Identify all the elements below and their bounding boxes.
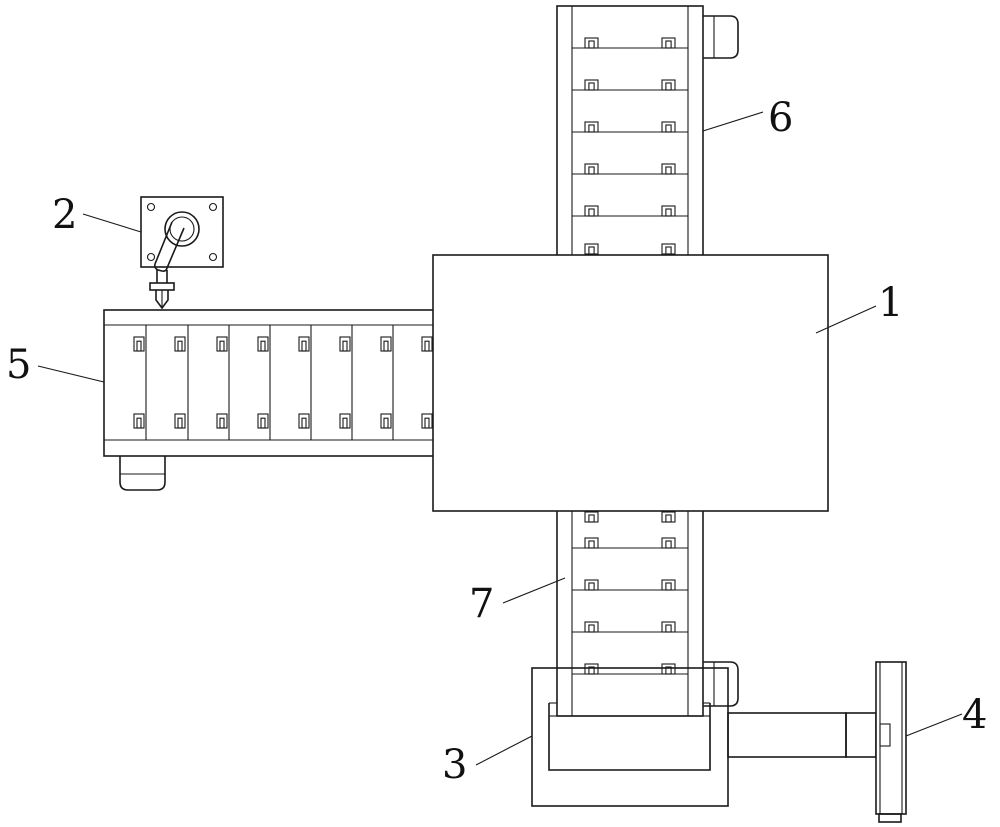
- part-label-1: 1: [878, 280, 903, 326]
- conveyor-clip: [661, 511, 676, 523]
- lower-vertical-conveyor: [556, 509, 739, 717]
- upper-vertical-conveyor: [556, 5, 739, 257]
- conveyor-clip: [298, 336, 310, 352]
- part-label-7: 7: [469, 581, 494, 627]
- main-housing: [432, 254, 829, 512]
- conveyor-clip: [133, 413, 145, 429]
- conveyor-clip: [380, 413, 392, 429]
- conveyor-clip: [661, 79, 676, 91]
- leader-line-1: [815, 305, 877, 334]
- part-label-3: 3: [442, 742, 467, 788]
- conveyor-clip: [661, 537, 676, 549]
- horizontal-conveyor-clips: [133, 336, 433, 429]
- horizontal-conveyor-motor: [119, 456, 166, 491]
- sprayer-assembly: [140, 196, 224, 310]
- conveyor-clip: [661, 37, 676, 49]
- conveyor-clip: [257, 413, 269, 429]
- conveyor-clip: [661, 205, 676, 217]
- leader-line-7: [502, 577, 566, 604]
- conveyor-clip: [133, 336, 145, 352]
- leader-line-6: [702, 111, 764, 132]
- horizontal-conveyor: [103, 309, 435, 491]
- conveyor-clip: [339, 336, 351, 352]
- conveyor-clip: [661, 621, 676, 633]
- conveyor-clip: [298, 413, 310, 429]
- conveyor-clip: [584, 579, 599, 591]
- conveyor-clip: [661, 663, 676, 675]
- part-label-5: 5: [6, 342, 31, 388]
- conveyor-clip: [661, 243, 676, 255]
- conveyor-clip: [216, 413, 228, 429]
- horizontal-conveyor-slats: [145, 325, 394, 440]
- conveyor-clip: [584, 663, 599, 675]
- part-label-4: 4: [962, 692, 987, 738]
- conveyor-clip: [421, 336, 433, 352]
- pusher-assembly: [727, 661, 907, 823]
- part-label-2: 2: [52, 192, 77, 238]
- upper-conveyor-motor: [703, 15, 739, 59]
- conveyor-clip: [584, 621, 599, 633]
- lower-conveyor-clips: [584, 511, 676, 675]
- part-label-6: 6: [768, 95, 793, 141]
- lower-conveyor-slats: [572, 547, 688, 675]
- conveyor-clip: [584, 205, 599, 217]
- leader-lines: [37, 111, 963, 766]
- leader-line-2: [82, 213, 142, 233]
- conveyor-clip: [584, 79, 599, 91]
- conveyor-clip: [174, 336, 186, 352]
- conveyor-clip: [661, 121, 676, 133]
- leader-line-4: [905, 713, 963, 737]
- conveyor-clip: [661, 579, 676, 591]
- conveyor-clip: [584, 163, 599, 175]
- conveyor-clip: [174, 413, 186, 429]
- conveyor-clip: [584, 121, 599, 133]
- conveyor-clip: [216, 336, 228, 352]
- conveyor-clip: [584, 537, 599, 549]
- leader-line-5: [37, 365, 105, 383]
- lower-conveyor-motor: [703, 661, 739, 707]
- leader-line-3: [475, 735, 533, 766]
- upper-conveyor-clips: [584, 37, 676, 255]
- conveyor-clip: [339, 413, 351, 429]
- conveyor-clip: [421, 413, 433, 429]
- conveyor-clip: [661, 163, 676, 175]
- conveyor-clip: [380, 336, 392, 352]
- conveyor-clip: [257, 336, 269, 352]
- collection-box: [531, 667, 729, 807]
- conveyor-clip: [584, 37, 599, 49]
- conveyor-clip: [584, 243, 599, 255]
- conveyor-clip: [584, 511, 599, 523]
